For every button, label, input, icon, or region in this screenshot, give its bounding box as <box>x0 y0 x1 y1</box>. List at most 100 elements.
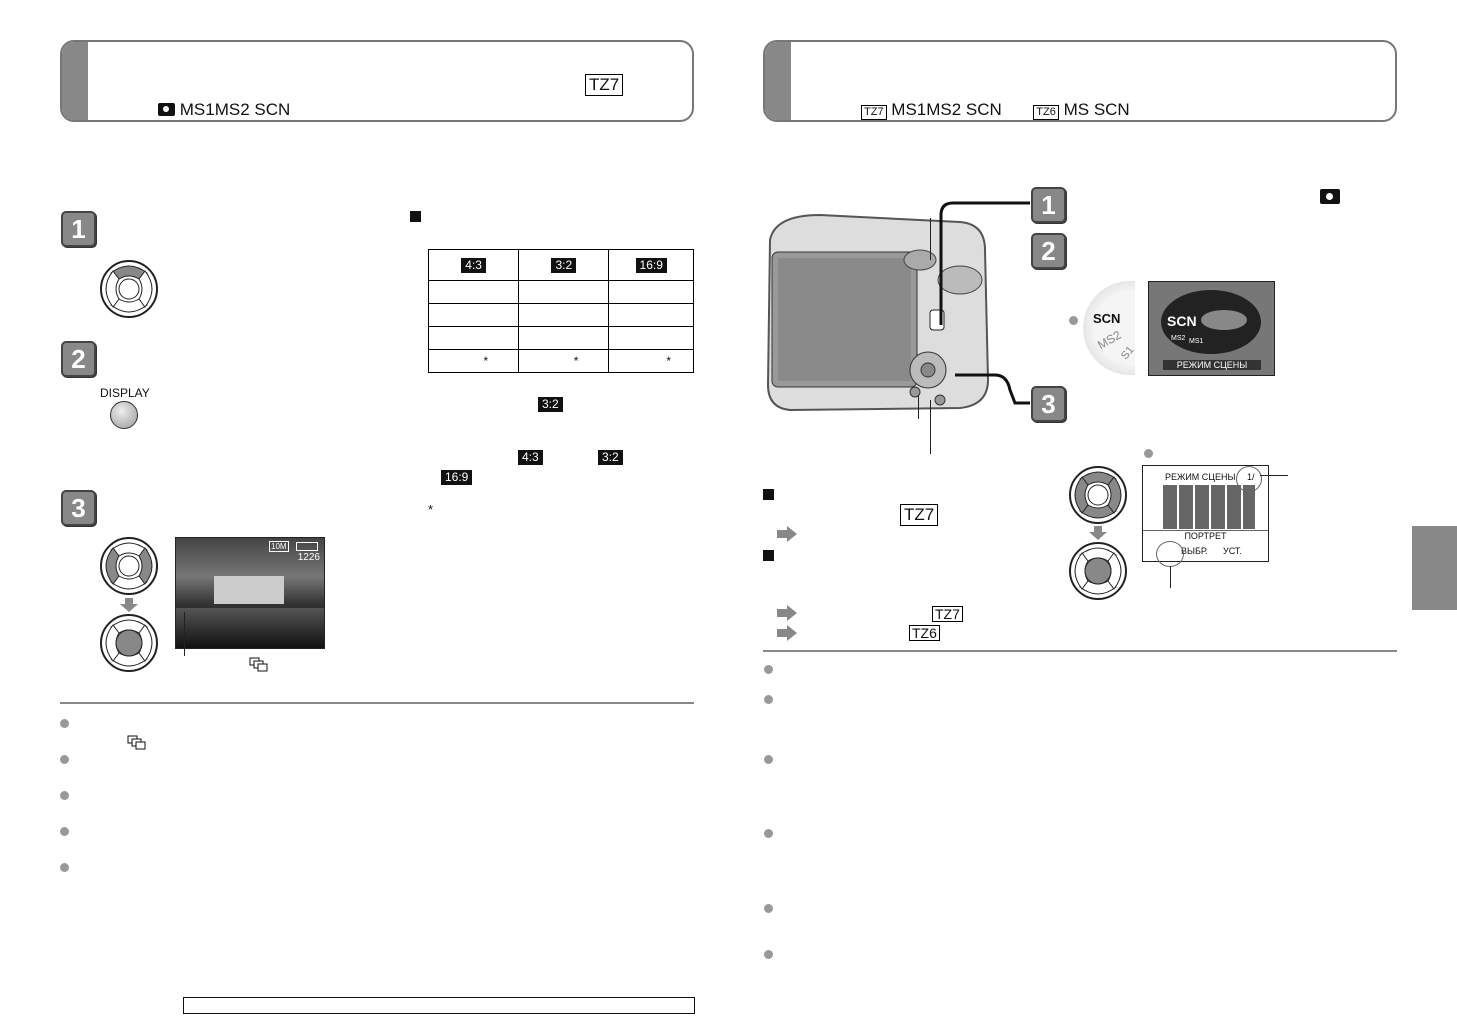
scn-ms2-label: MS2 <box>1171 335 1186 342</box>
scn-mode-inner <box>1201 310 1247 330</box>
tz6-badge: TZ6 <box>1033 105 1059 120</box>
info-icon-circle <box>1156 541 1184 567</box>
lcd-house-shape <box>214 576 284 604</box>
tz7-badge: TZ7 <box>861 105 887 120</box>
table-row <box>427 326 694 350</box>
mode-dial: SCN MS2 S1 <box>1083 281 1137 375</box>
burst-icon <box>127 735 146 750</box>
bullet <box>60 719 69 728</box>
section-square-marker <box>763 489 774 500</box>
arrow-down-icon <box>1089 526 1107 540</box>
lcd-counter: 1226 <box>297 552 320 563</box>
star-mark: * <box>483 354 489 368</box>
callout-line <box>184 612 185 656</box>
arrow-down-icon <box>120 598 138 612</box>
bullet <box>1069 316 1078 325</box>
bullet <box>764 829 773 838</box>
footnote-star: * <box>428 502 434 517</box>
header-accent-bar <box>62 42 88 120</box>
left-header: TZ7 MS1MS2 SCN <box>60 40 694 122</box>
bullet <box>764 665 773 674</box>
star-mark: * <box>573 354 579 368</box>
table-row: * * * <box>427 349 694 373</box>
ratio-3-2-label: 3:2 <box>551 257 577 273</box>
header-accent-bar <box>765 42 791 120</box>
dpad-center-icon <box>100 614 158 672</box>
bullet <box>764 904 773 913</box>
section-square-marker <box>763 550 774 561</box>
tz6-badge: TZ6 <box>909 625 940 643</box>
section-square-marker <box>410 211 421 222</box>
inline-ratio-3-2b: 3:2 <box>598 450 623 465</box>
scn-ms1-label: MS1 <box>1189 338 1204 345</box>
bullet <box>60 827 69 836</box>
scn-mode-label: SCN <box>1167 313 1197 329</box>
bullet <box>764 755 773 764</box>
step-1-badge: 1 <box>61 211 96 247</box>
table-header-row: 4:3 3:2 16:9 <box>427 249 694 281</box>
camera-icon <box>1320 189 1340 204</box>
callout-line <box>1170 566 1171 588</box>
table-row <box>427 280 694 304</box>
tz7-badge: TZ7 <box>900 504 939 526</box>
step-3-badge: 3 <box>1031 386 1066 422</box>
dial-s1-label: S1 <box>1118 343 1137 363</box>
scene-select-label: ВЫБР. <box>1181 546 1208 556</box>
callout-line <box>930 400 931 454</box>
page-indicator-circle <box>1236 466 1262 492</box>
ratio-4-3-label: 4:3 <box>461 257 486 273</box>
connector-lines <box>939 201 1030 405</box>
step-2-badge: 2 <box>1031 233 1066 269</box>
scene-icon-grid <box>1163 485 1255 529</box>
step-1-badge: 1 <box>1031 187 1066 223</box>
mode-icons: MS1MS2 SCN <box>158 100 290 120</box>
scene-item-label: ПОРТРЕТ <box>1143 530 1268 541</box>
dpad-center-icon <box>1069 542 1127 600</box>
display-button-icon <box>110 401 138 429</box>
tz7-badge: TZ7 <box>585 74 624 96</box>
arrow-right-icon <box>777 605 797 621</box>
dial-scn-label: SCN <box>1093 311 1121 326</box>
scn-screen-caption: РЕЖИМ СЦЕНЫ <box>1163 360 1261 370</box>
scene-set-label: УСТ. <box>1223 546 1242 556</box>
tz7-badge: TZ7 <box>932 606 963 624</box>
lcd-water-shape <box>176 608 324 648</box>
bullet <box>764 695 773 704</box>
bullet <box>1144 449 1153 458</box>
modes-tz6: MS SCN <box>1063 100 1130 119</box>
modes-tz7: MS1MS2 SCN <box>891 100 1002 119</box>
table-row <box>427 303 694 327</box>
left-divider <box>60 702 694 704</box>
arrow-right-icon <box>777 526 797 542</box>
dpad-left-right-icon <box>100 537 158 595</box>
bullet <box>60 791 69 800</box>
inline-ratio-3-2: 3:2 <box>538 397 563 412</box>
right-header: TZ7 MS1MS2 SCN TZ6 MS SCN <box>763 40 1397 122</box>
inline-ratio-16-9: 16:9 <box>441 470 473 485</box>
scn-mode-screen: SCN MS2 MS1 РЕЖИМ СЦЕНЫ <box>1148 281 1275 376</box>
right-divider <box>763 650 1397 652</box>
callout-line <box>1260 475 1288 476</box>
dpad-up-icon <box>100 260 158 318</box>
lcd-size-badge: 10M <box>269 541 289 552</box>
callout-line <box>930 218 931 260</box>
bullet <box>60 863 69 872</box>
display-label: DISPLAY <box>100 386 150 400</box>
step-3-badge: 3 <box>61 490 96 526</box>
inline-ratio-4-3: 4:3 <box>518 450 543 465</box>
camera-illustration <box>766 213 990 412</box>
chapter-side-tab <box>1412 526 1457 610</box>
arrow-right-icon <box>777 625 797 641</box>
dpad-up-down-icon <box>1069 466 1127 524</box>
bullet <box>60 755 69 764</box>
burst-icon <box>249 657 268 672</box>
dial-ms2-label: MS2 <box>1095 327 1124 353</box>
mode-icons: TZ7 MS1MS2 SCN TZ6 MS SCN <box>861 100 1130 120</box>
step-2-badge: 2 <box>61 341 96 377</box>
bullet <box>764 950 773 959</box>
scene-menu-title: РЕЖИМ СЦЕНЫ <box>1165 472 1236 482</box>
ratio-table: 4:3 3:2 16:9 * * * <box>427 249 694 373</box>
ratio-16-9-label: 16:9 <box>635 257 667 273</box>
star-mark: * <box>666 354 671 368</box>
lcd-preview-image: 10M 1226 <box>175 537 325 649</box>
